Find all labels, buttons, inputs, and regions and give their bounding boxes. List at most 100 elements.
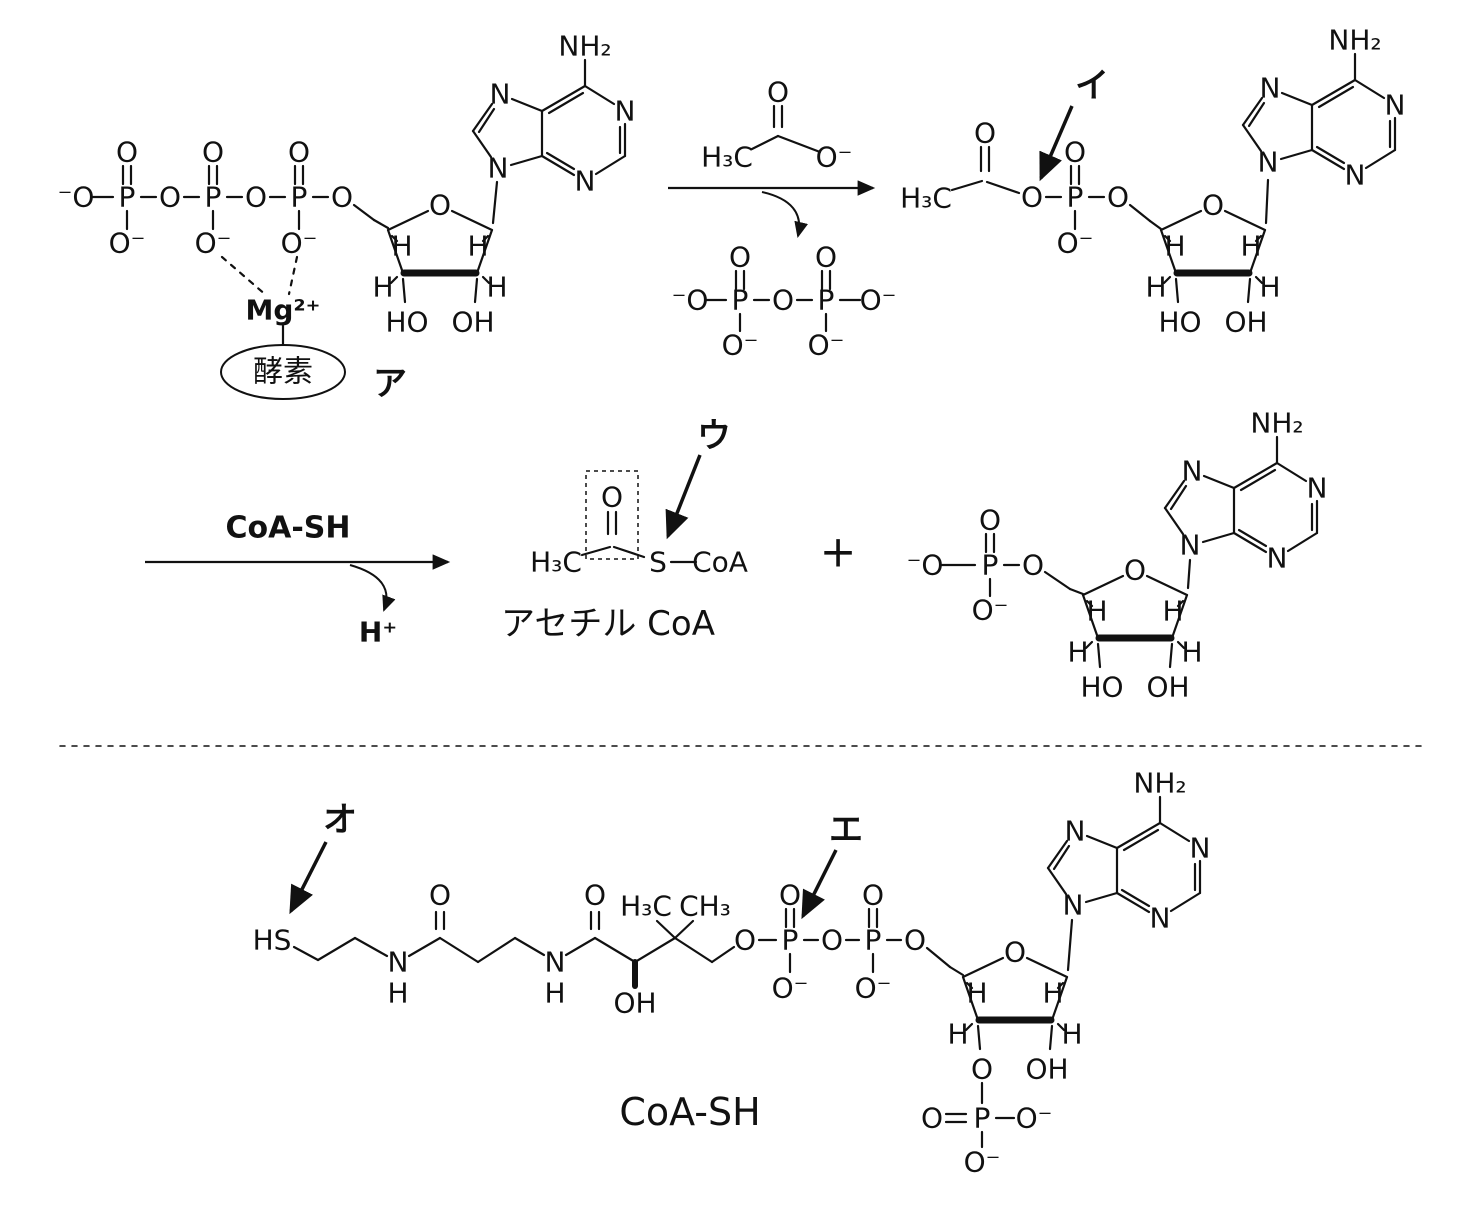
adenine-amp-bond	[1286, 531, 1319, 553]
bond	[1264, 178, 1270, 225]
bond	[353, 936, 389, 958]
adenine-amp-bond	[1275, 461, 1308, 483]
atom-label: ⁻O	[58, 181, 95, 214]
atom-label: HO	[385, 306, 428, 339]
adenine-atp-bond	[583, 84, 616, 106]
label-a: ア	[373, 364, 407, 404]
adenine-coa-bond	[1084, 891, 1119, 904]
atom-label: O	[821, 924, 843, 957]
atom-NH2: NH₂	[558, 30, 611, 63]
bond	[1128, 203, 1152, 223]
bond	[948, 965, 965, 977]
atom-label: P	[732, 284, 749, 317]
adenine-acetyl-amp-bond	[1317, 85, 1355, 109]
bond	[1068, 587, 1085, 596]
atom-N9: N	[488, 152, 509, 185]
adenine-coa-bond	[1052, 844, 1071, 871]
atom-label: P	[865, 924, 882, 957]
atom-NH2: NH₂	[1328, 24, 1381, 57]
atom-label: P	[1067, 181, 1084, 214]
bond	[407, 936, 442, 958]
ribose-atp-bond	[386, 228, 405, 275]
atom-N3: N	[1267, 542, 1288, 575]
acetyl-coa-label: アセチル CoA	[501, 604, 715, 644]
bond	[292, 945, 320, 962]
ribose-amp-bond	[1096, 642, 1102, 669]
bond	[1186, 558, 1192, 590]
ribose-atp-bond	[401, 277, 407, 304]
adenine-atp-bond	[509, 154, 544, 167]
atom-label: OH	[1025, 1053, 1068, 1086]
atom-N1: N	[1307, 472, 1328, 505]
bond	[220, 255, 269, 298]
atom-label: HO	[1080, 671, 1123, 704]
bond	[710, 945, 736, 964]
adenine-coa-bond	[1120, 888, 1151, 908]
adenine-amp-bond	[1202, 474, 1236, 490]
atom-H: H	[1259, 271, 1280, 304]
plus-sign: +	[820, 527, 857, 578]
ribose-amp-bond	[1170, 593, 1189, 640]
ribose-atp-bond	[390, 234, 399, 243]
atom-N1: N	[1190, 832, 1211, 865]
bond	[316, 936, 357, 962]
bond	[673, 936, 714, 964]
adenine-acetyl-amp-bond	[1315, 145, 1346, 165]
atom-label: O	[159, 181, 181, 214]
atom-N3: N	[1345, 159, 1366, 192]
ribose-amp-bond	[1081, 574, 1125, 597]
atom-label: S	[649, 546, 667, 579]
atom-label: O	[971, 1053, 993, 1086]
label-u-arrow	[665, 454, 702, 540]
adenine-acetyl-amp-bond	[1353, 78, 1386, 100]
atom-H: H	[1145, 271, 1166, 304]
adenine-coa-bond	[1046, 866, 1068, 896]
ribose-coa-bond	[961, 956, 1005, 979]
ribose-amp-bond	[1145, 574, 1189, 597]
atom-label: N	[388, 946, 409, 979]
bond	[580, 545, 612, 557]
atom-label: H₃C	[620, 890, 672, 923]
bond	[438, 936, 480, 964]
adenine-amp-bond	[1201, 531, 1236, 544]
adenine-atp-bond	[545, 151, 576, 171]
atom-label: ⁻O	[672, 284, 709, 317]
bond	[564, 936, 597, 957]
atom-H: H	[1061, 1018, 1082, 1051]
magnesium-label: Mg²⁺	[246, 294, 321, 327]
atom-label: O	[288, 136, 310, 169]
ribose-acetyl-amp-bond	[1163, 234, 1172, 243]
bond	[673, 919, 695, 940]
adenine-coa-bond	[1122, 828, 1160, 852]
adenine-atp-bond	[477, 107, 496, 134]
atom-label: O⁻	[855, 972, 892, 1005]
adenine-acetyl-amp-bond	[1241, 96, 1264, 127]
atom-label: H₃C	[900, 182, 952, 215]
atom-N9: N	[1180, 529, 1201, 562]
atom-NH2: NH₂	[1133, 767, 1186, 800]
ribose-acetyl-amp-bond	[1248, 228, 1267, 275]
atom-N7: N	[490, 78, 511, 111]
carbonyl-highlight-box	[585, 470, 639, 560]
atom-label: OH	[1146, 671, 1189, 704]
atom-H: H	[1086, 595, 1107, 628]
atom-label: O	[862, 879, 884, 912]
bond	[1043, 570, 1072, 591]
ribose-coa-bond	[964, 1022, 974, 1032]
atom-H: H	[372, 271, 393, 304]
ribose-acetyl-amp-bond	[1174, 277, 1180, 304]
ribose-amp-bond	[1176, 640, 1186, 650]
ribose-amp-bond	[1085, 599, 1094, 608]
adenine-atp-bond	[594, 154, 627, 176]
ribose-atp-bond	[481, 234, 490, 243]
atom-label: H₃C	[530, 546, 582, 579]
atom-ring-O: O	[429, 189, 451, 222]
adenine-coa-bond	[1158, 821, 1191, 843]
bond	[491, 180, 499, 225]
atom-label: O⁻	[109, 227, 146, 260]
bond	[655, 919, 677, 940]
atom-label: O	[601, 481, 623, 514]
atom-label: CoA	[692, 546, 748, 579]
atom-label: OH	[613, 987, 656, 1020]
atom-label: O	[1021, 181, 1043, 214]
